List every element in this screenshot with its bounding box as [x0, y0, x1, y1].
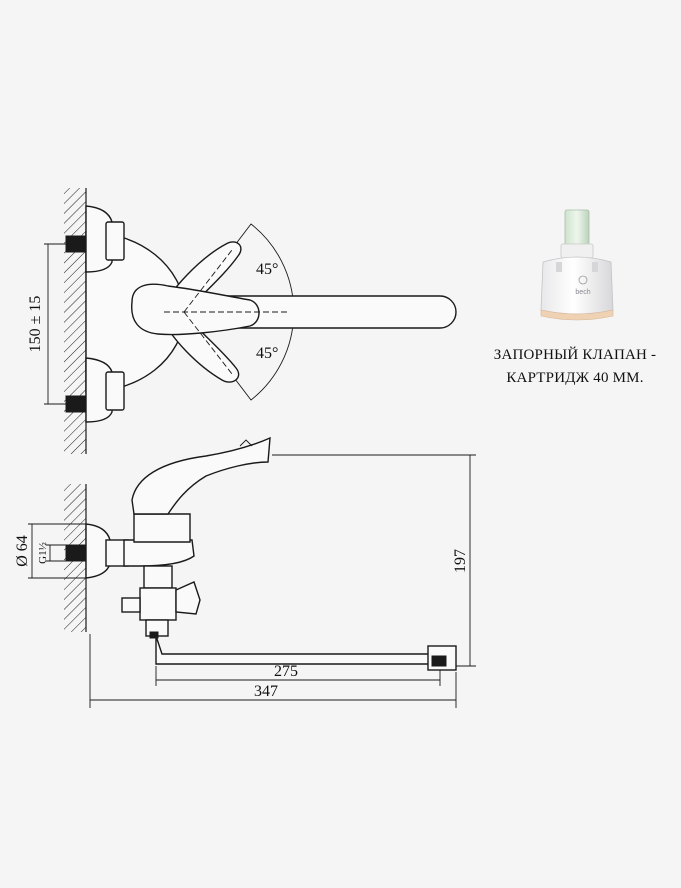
distance-label: 150 ± 15 — [27, 296, 44, 353]
angle-upper-label: 45° — [256, 261, 278, 278]
cartridge-body — [540, 256, 614, 315]
aerator — [431, 655, 447, 667]
connector-lower — [65, 395, 87, 413]
angle-lower-label: 45° — [256, 345, 278, 362]
caption-line-2: КАРТРИДЖ 40 ММ. — [506, 370, 644, 386]
caption-line-1: ЗАПОРНЫЙ КЛАПАН - — [493, 347, 657, 363]
diameter-label: Ø 64 — [14, 535, 31, 567]
top-view: 45° 45° 150 ± 15 — [27, 188, 457, 454]
cartridge-base — [540, 309, 614, 321]
side-view: 197 275 347 Ø 64 G1½ — [14, 436, 476, 708]
total-length-label: 347 — [254, 683, 278, 700]
handle-centre-position — [131, 283, 260, 336]
mixer-body-side — [123, 539, 195, 567]
spout-side — [155, 635, 433, 665]
connector-upper — [65, 235, 87, 253]
connector-side — [65, 544, 87, 562]
diverter-knob — [175, 581, 201, 615]
spout-length-label: 275 — [274, 663, 298, 680]
cartridge-brand: bech — [575, 289, 590, 296]
cartridge-image: bech — [540, 209, 614, 321]
wall-hatch-top — [64, 188, 86, 454]
height-label: 197 — [452, 549, 469, 573]
lever-handle-side — [131, 436, 271, 515]
diverter-block — [139, 587, 177, 621]
thread-label: G1½ — [37, 542, 49, 564]
cartridge-caption: ЗАПОРНЫЙ КЛАПАН - КАРТРИДЖ 40 ММ. — [470, 344, 680, 390]
